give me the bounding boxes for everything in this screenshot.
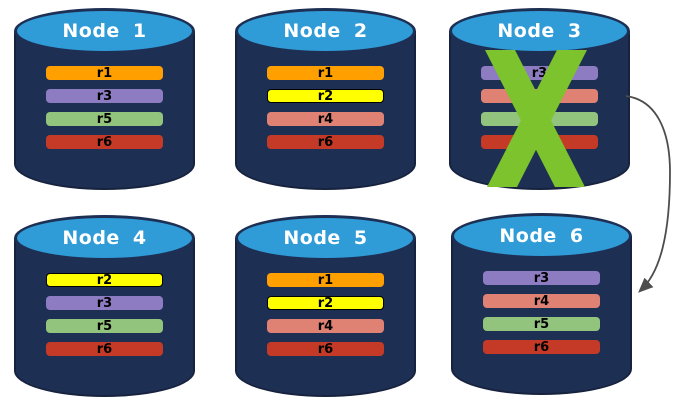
replica-label: r4 [317, 111, 334, 127]
node-title: Node 1 [62, 19, 147, 42]
replica-bar: r6 [267, 135, 384, 149]
cylinder-body [14, 238, 195, 397]
replica-bar: r6 [46, 342, 163, 356]
node-6: Node 6 r3 r4 r5 r6 [451, 213, 632, 395]
replica-bar: r6 [481, 135, 598, 149]
replica-bar: r4 [267, 319, 384, 333]
node-4: Node 4 r2 r3 r5 r6 [14, 215, 195, 397]
node-title: Node 3 [497, 19, 582, 42]
cylinder-top: Node 4 [14, 215, 195, 261]
replica-bar: r5 [46, 319, 163, 333]
node-5: Node 5 r1 r2 r4 r6 [235, 215, 416, 397]
replica-list: r1 r2 r4 r6 [267, 273, 384, 356]
node-1: Node 1 r1 r3 r5 r6 [14, 8, 195, 190]
replica-bar: r2 [267, 89, 384, 103]
replica-bar: r2 [46, 273, 163, 287]
replica-bar: r6 [267, 342, 384, 356]
node-title: Node 5 [283, 226, 368, 249]
replica-label: r6 [533, 339, 550, 355]
node-3: Node 3 r3 r4 r5 r6 [449, 8, 630, 190]
replica-label: r2 [317, 295, 334, 311]
replica-label: r5 [533, 316, 550, 332]
replica-list: r1 r2 r4 r6 [267, 66, 384, 149]
replica-bar: r1 [46, 66, 163, 80]
replica-bar: r4 [481, 89, 598, 103]
replica-label: r5 [96, 111, 113, 127]
replica-label: r6 [317, 341, 334, 357]
cylinder-top: Node 5 [235, 215, 416, 261]
replica-bar: r1 [267, 66, 384, 80]
replica-list: r3 r4 r5 r6 [481, 66, 598, 149]
cylinder-top: Node 6 [451, 213, 632, 259]
replica-bar: r1 [267, 273, 384, 287]
replica-label: r3 [96, 88, 113, 104]
replica-list: r1 r3 r5 r6 [46, 66, 163, 149]
failover-arrow [625, 95, 671, 293]
replica-label: r6 [317, 134, 334, 150]
replica-label: r1 [317, 65, 334, 81]
replica-list: r3 r4 r5 r6 [483, 271, 600, 354]
replica-label: r6 [96, 134, 113, 150]
node-2: Node 2 r1 r2 r4 r6 [235, 8, 416, 190]
cylinder-body [235, 31, 416, 190]
cylinder-top: Node 2 [235, 8, 416, 54]
replica-bar: r6 [483, 340, 600, 354]
replica-label: r4 [317, 318, 334, 334]
replica-bar: r2 [267, 296, 384, 310]
cylinder-body [235, 238, 416, 397]
replica-label: r4 [533, 293, 550, 309]
cylinder-top: Node 3 [449, 8, 630, 54]
replica-bar: r5 [46, 112, 163, 126]
replica-bar: r4 [267, 112, 384, 126]
replica-label: r2 [96, 272, 113, 288]
replica-bar: r5 [483, 317, 600, 331]
replica-label: r6 [96, 341, 113, 357]
node-title: Node 6 [499, 224, 584, 247]
replica-bar: r6 [46, 135, 163, 149]
replica-label: r3 [533, 270, 550, 286]
replica-label: r3 [531, 65, 548, 81]
node-title: Node 2 [283, 19, 368, 42]
replica-bar: r3 [46, 296, 163, 310]
replica-bar: r3 [483, 271, 600, 285]
replica-bar: r3 [481, 66, 598, 80]
cylinder-top: Node 1 [14, 8, 195, 54]
node-title: Node 4 [62, 226, 147, 249]
replica-bar: r4 [483, 294, 600, 308]
replica-label: r5 [96, 318, 113, 334]
replica-label: r3 [96, 295, 113, 311]
replica-label: r1 [96, 65, 113, 81]
replica-list: r2 r3 r5 r6 [46, 273, 163, 356]
replica-bar: r3 [46, 89, 163, 103]
replica-label: r2 [317, 88, 334, 104]
replica-label: r1 [317, 272, 334, 288]
replica-bar: r5 [481, 112, 598, 126]
